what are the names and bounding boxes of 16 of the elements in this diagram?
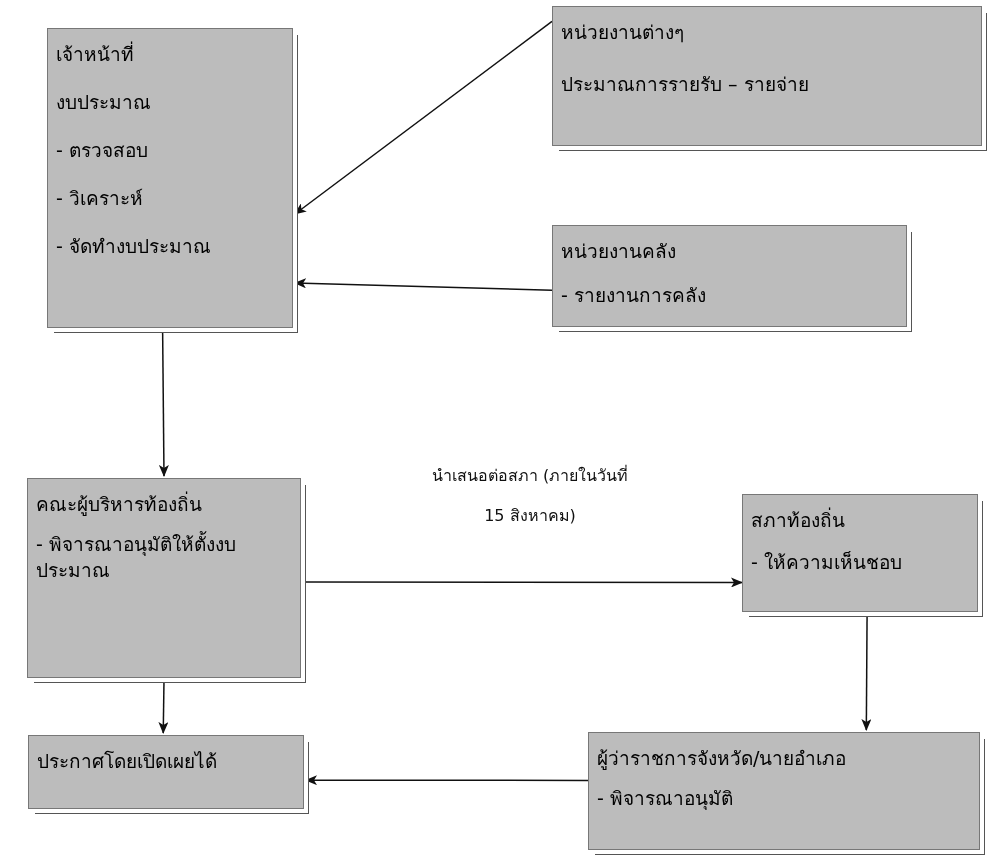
box-text: - พิจารณาอนุมัติให้ตั้งงบประมาณ xyxy=(36,531,237,583)
box-text: - วิเคราะห์ xyxy=(56,186,144,211)
box-text: ประกาศโดยเปิดเผยได้ xyxy=(37,749,218,774)
box-text: - รายงานการคลัง xyxy=(561,283,707,308)
box-text: - ให้ความเห็นชอบ xyxy=(751,550,903,575)
box-text: ผู้ว่าราชการจังหวัด/นายอำเภอ xyxy=(597,746,848,771)
box-text: - จัดทำงบประมาณ xyxy=(56,234,212,259)
box-text: เจ้าหน้าที่ xyxy=(56,41,135,67)
box-text: งบประมาณ xyxy=(56,90,152,115)
box-text: คณะผู้บริหารท้องถิ่น xyxy=(36,491,203,517)
box-text: หน่วยงานคลัง xyxy=(561,239,677,264)
box-text: หน่วยงานต่างๆ xyxy=(561,20,685,45)
box-text: - ตรวจสอบ xyxy=(56,138,149,163)
box-text: สภาท้องถิ่น xyxy=(751,507,846,533)
box-text: ประมาณการรายรับ – รายจ่าย xyxy=(561,72,810,97)
box-text: - พิจารณาอนุมัติ xyxy=(597,786,734,811)
